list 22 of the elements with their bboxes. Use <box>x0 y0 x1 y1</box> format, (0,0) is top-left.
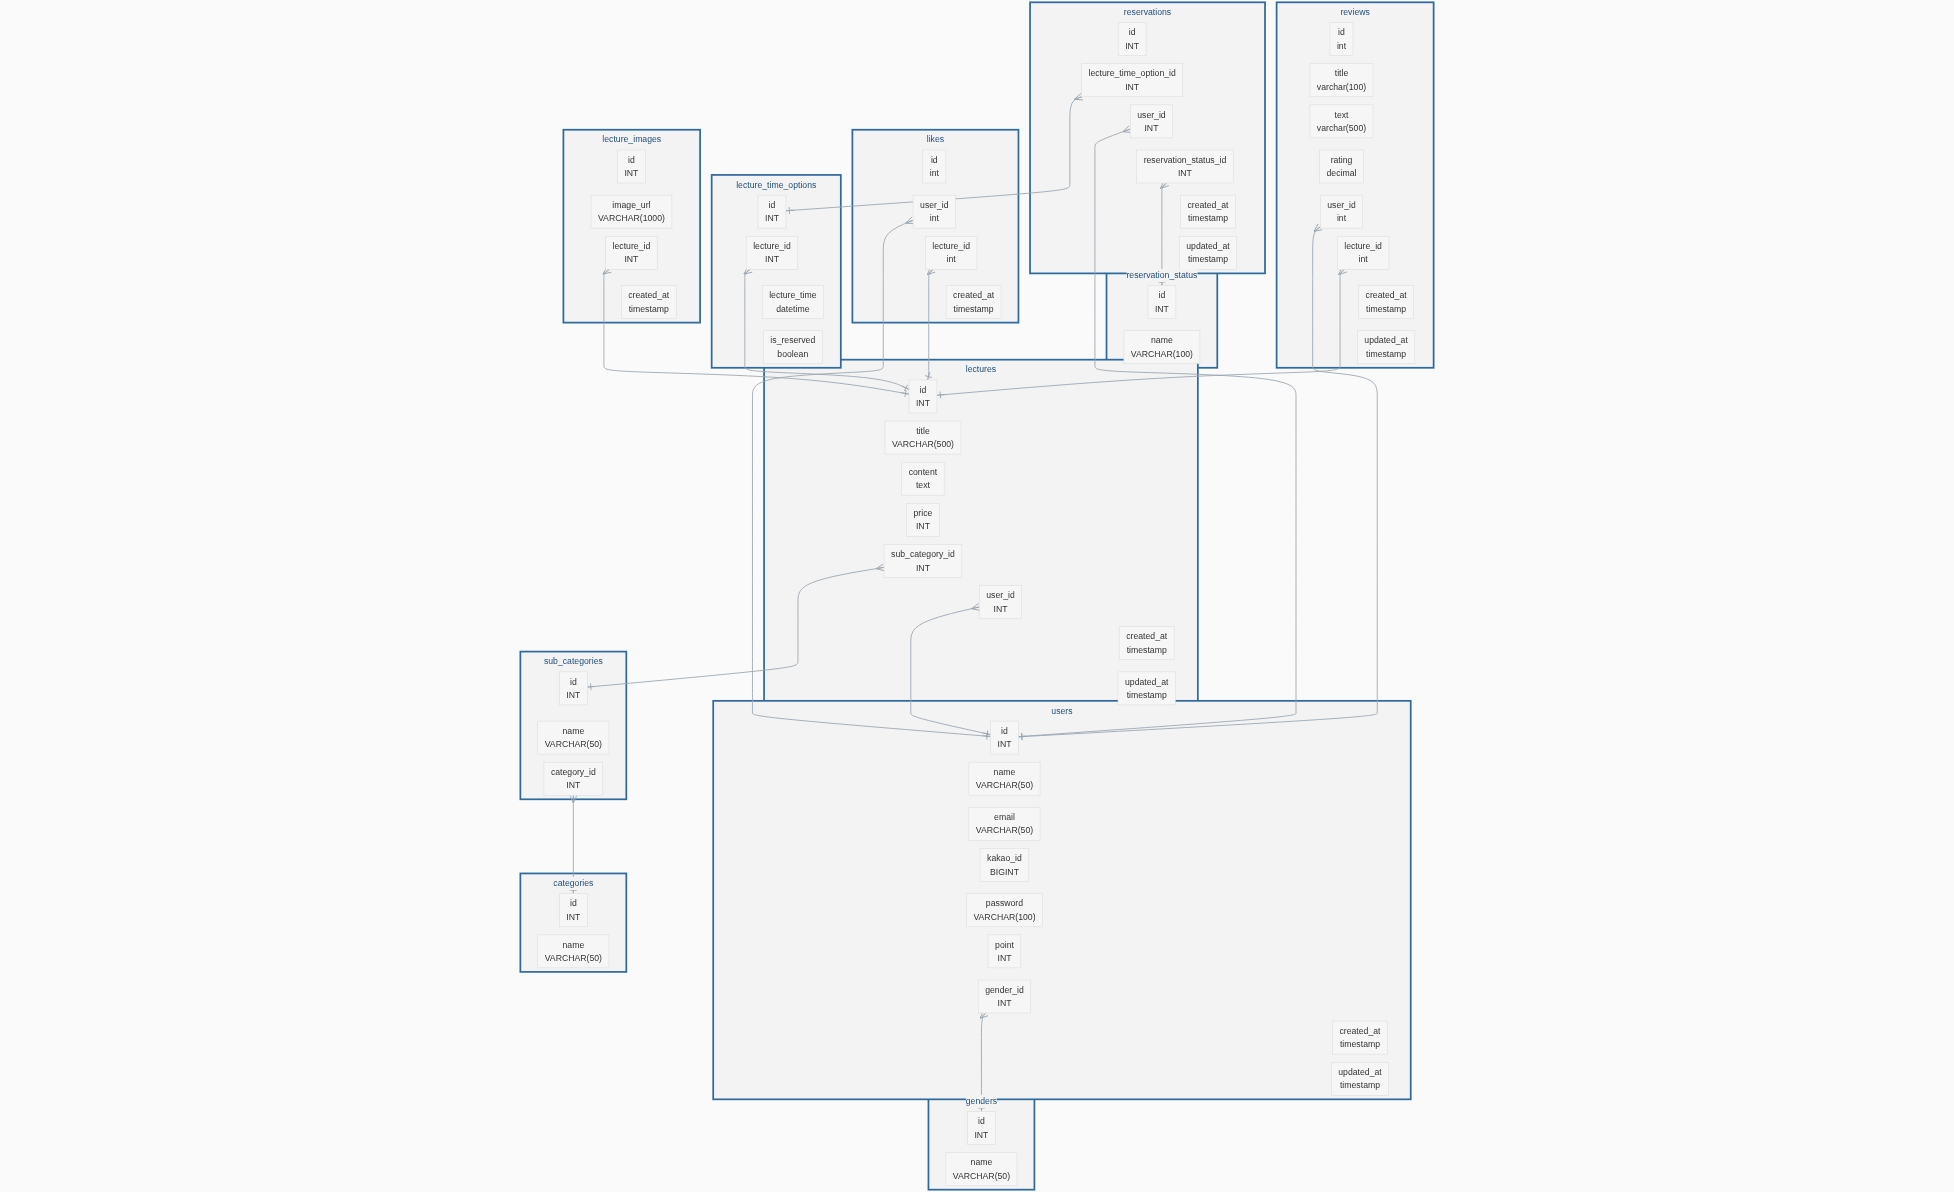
node-box: id INT <box>908 379 938 414</box>
node-box: updated_at timestamp <box>1117 671 1176 706</box>
node-box: lecture_id INT <box>605 236 658 270</box>
node-box: id INT <box>967 1111 996 1145</box>
node-box: user_id int <box>912 194 956 229</box>
node-box: lecture_id int <box>1337 236 1390 270</box>
node-box: user_id INT <box>1129 104 1173 139</box>
node-box: user_id INT <box>979 585 1022 619</box>
node-box: user_id int <box>1320 194 1363 229</box>
node-box: lecture_id INT <box>745 236 799 270</box>
node-box: category_id INT <box>543 761 604 796</box>
node-box: lecture_id int <box>925 236 978 270</box>
node-box: lecture_time_option_id INT <box>1081 63 1184 98</box>
node-box: gender_id INT <box>977 979 1032 1014</box>
node-box: sub_category_id INT <box>883 544 963 578</box>
node-box: id INT <box>990 720 1019 755</box>
node-box: id INT <box>1147 285 1177 319</box>
node-box: name VARCHAR(100) <box>1123 330 1201 365</box>
node-box: id INT <box>559 671 588 706</box>
node-box: id INT <box>559 893 588 927</box>
node-box: reservation_status_id INT <box>1136 149 1234 184</box>
node-box: id INT <box>757 194 787 229</box>
